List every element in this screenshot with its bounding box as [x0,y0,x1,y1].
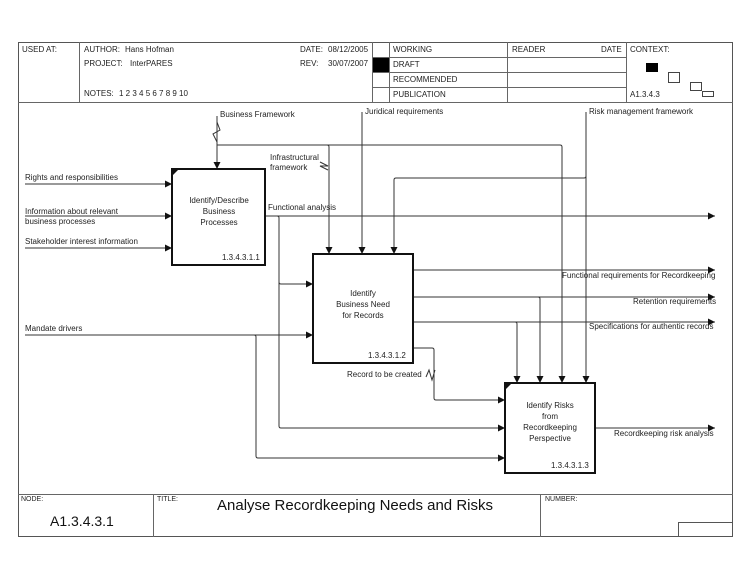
author-label: AUTHOR: [84,45,120,54]
status-working[interactable]: WORKING [393,45,433,54]
diagram-frame [18,42,733,537]
header-col-divider [626,42,627,102]
arrow-risk-to-box2 [390,175,587,254]
label-record-created: Record to be created [347,370,422,379]
header-col-divider [79,42,80,102]
activity-2-title[interactable]: Identify Business Need for Records [315,288,411,321]
arrow-fa-to-box2 [276,215,313,288]
activity-2-line: Identify [350,289,376,298]
corner-mark-3 [506,384,511,389]
activity-1-title[interactable]: Identify/Describe Business Processes [175,195,263,228]
arrow-retention-to-box3 [536,296,544,383]
label-risk-analysis: Recordkeeping risk analysis [614,429,714,438]
activity-1-line: Business [202,207,236,216]
corner-mark-1 [173,170,178,175]
activity-3-line: Perspective [529,434,571,443]
context-box [702,91,714,97]
activity-box-3 [504,382,596,474]
squiggle-bf [212,121,221,143]
status-draft[interactable]: DRAFT [393,60,420,69]
label-business-framework: Business Framework [220,110,295,119]
context-current-box [646,63,658,72]
status-row-divider [372,57,626,58]
title-label: TITLE: [157,496,179,503]
label-stakeholder: Stakeholder interest information [25,237,138,246]
label-functional-analysis: Functional analysis [268,203,337,212]
activity-2-line: Business Need [336,300,390,309]
label-retention: Retention requirements [633,297,717,306]
used-at-label: USED AT: [22,45,57,54]
rev-label: REV: [300,59,319,68]
arrow-bf-to-risk [327,144,566,383]
date-label: DATE: [300,45,323,54]
activity-box-1 [171,168,266,266]
reader-date-label: DATE [601,45,622,54]
activity-2-id: 1.3.4.3.1.2 [368,351,406,360]
status-row-divider [372,87,626,88]
label-infrastructural-1: Infrastructural [270,153,319,162]
activity-3-id: 1.3.4.3.1.3 [551,461,589,470]
activity-1-line: Processes [200,218,238,227]
activity-3-line: from [542,412,558,421]
activity-3-title[interactable]: Identify Risks from Recordkeeping Perspe… [507,400,593,444]
label-juridical: Juridical requirements [365,107,444,116]
label-info-2: business processes [25,217,96,226]
context-node: A1.3.4.3 [630,90,660,99]
label-info-1: Information about relevant [25,207,118,216]
context-label: CONTEXT: [630,45,670,54]
status-publication[interactable]: PUBLICATION [393,90,446,99]
label-functional-req: Functional requirements for Recordkeepin… [562,271,716,280]
diagram-title: Analyse Recordkeeping Needs and Risks [217,497,493,514]
header-divider [18,102,733,103]
footer-divider [18,494,733,495]
project-label: PROJECT: [84,59,123,68]
arrow-mandate-to-box3 [253,334,505,462]
label-mandate: Mandate drivers [25,324,83,333]
context-box [668,72,680,83]
label-infrastructural-2: framework [270,163,308,172]
context-box [690,82,702,91]
squiggle-infra [319,161,329,171]
node-label: NODE: [21,496,44,503]
status-row-divider [372,72,626,73]
reader-label: READER [512,45,546,54]
activity-1-line: Identify/Describe [189,196,249,205]
node-value: A1.3.4.3.1 [50,513,114,529]
activity-3-line: Identify Risks [526,401,574,410]
author-value: Hans Hofman [125,45,174,54]
arrow-spec-to-box3 [513,321,521,383]
notes-value[interactable]: 1 2 3 4 5 6 7 8 9 10 [119,89,188,98]
label-specifications: Specifications for authentic records [589,322,714,331]
squiggle-record [425,368,436,382]
arrow-fa-to-box3 [278,282,505,432]
label-risk-mgmt: Risk management framework [589,107,694,116]
label-rights: Rights and responsibilities [25,173,118,182]
project-value: InterPARES [130,59,173,68]
page-number-box [678,522,733,537]
date-value: 08/12/2005 [328,45,369,54]
notes-label: NOTES: [84,89,114,98]
activity-3-line: Recordkeeping [523,423,577,432]
number-label: NUMBER: [545,496,578,503]
footer-col-divider [540,494,541,537]
activity-box-2 [312,253,414,364]
draft-selected-marker[interactable] [373,58,389,72]
rev-value: 30/07/2007 [328,59,369,68]
footer-col-divider [153,494,154,537]
status-recommended[interactable]: RECOMMENDED [393,75,458,84]
activity-1-id: 1.3.4.3.1.1 [222,253,260,262]
activity-2-line: for Records [342,311,384,320]
